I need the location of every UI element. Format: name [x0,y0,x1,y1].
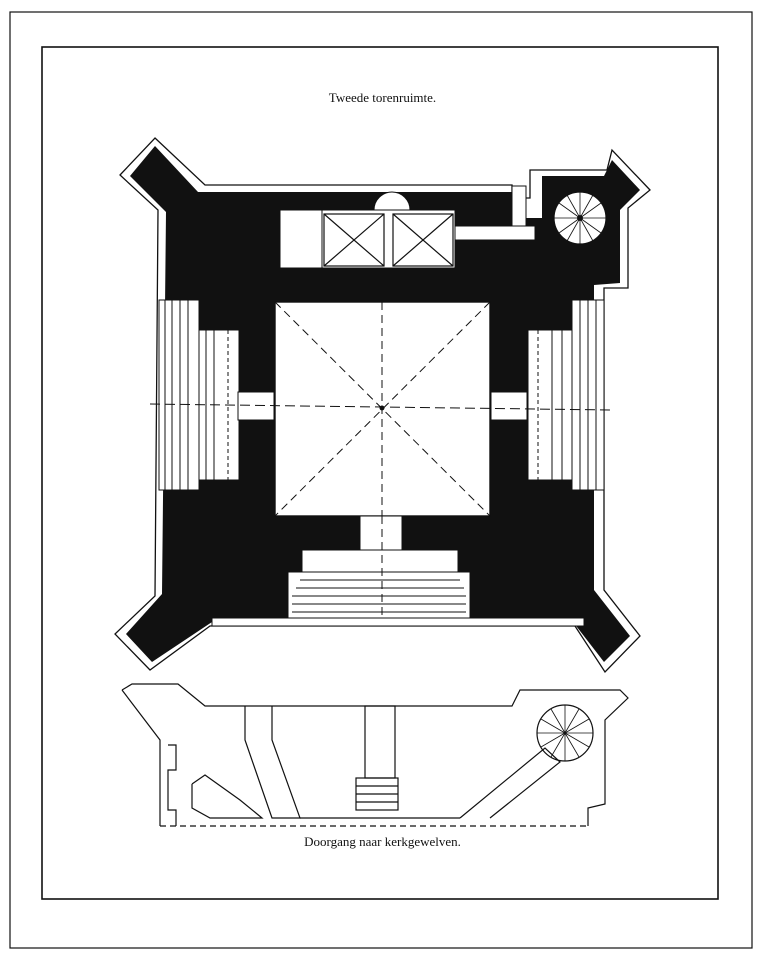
top-passage [279,185,536,269]
lower-diagonal-passage-left [244,706,301,819]
lower-outer-wall [121,683,629,826]
lower-steps [211,515,585,627]
lower-inner-wall-left [121,689,161,826]
upper-floor-plan [114,137,651,674]
center-point [379,405,385,411]
lower-left-wall-detail [167,744,177,826]
inner-border [41,46,719,900]
lower-diagonal-passage-right [459,747,561,819]
lower-plan-caption: Doorgang naar kerkgewelven. [304,834,461,849]
lower-floor-plan [121,683,629,827]
right-wall-moulding [527,299,605,491]
lower-left-niche [191,774,264,819]
lower-central-passage [364,705,396,779]
upper-plan-caption: Tweede torenruimte. [328,90,437,105]
spiral-stair-lower [536,704,594,762]
spiral-stair-upper [553,191,607,245]
left-wall-moulding [158,299,240,491]
right-opening [490,391,528,421]
left-opening [237,391,275,421]
outer-border [9,11,753,949]
